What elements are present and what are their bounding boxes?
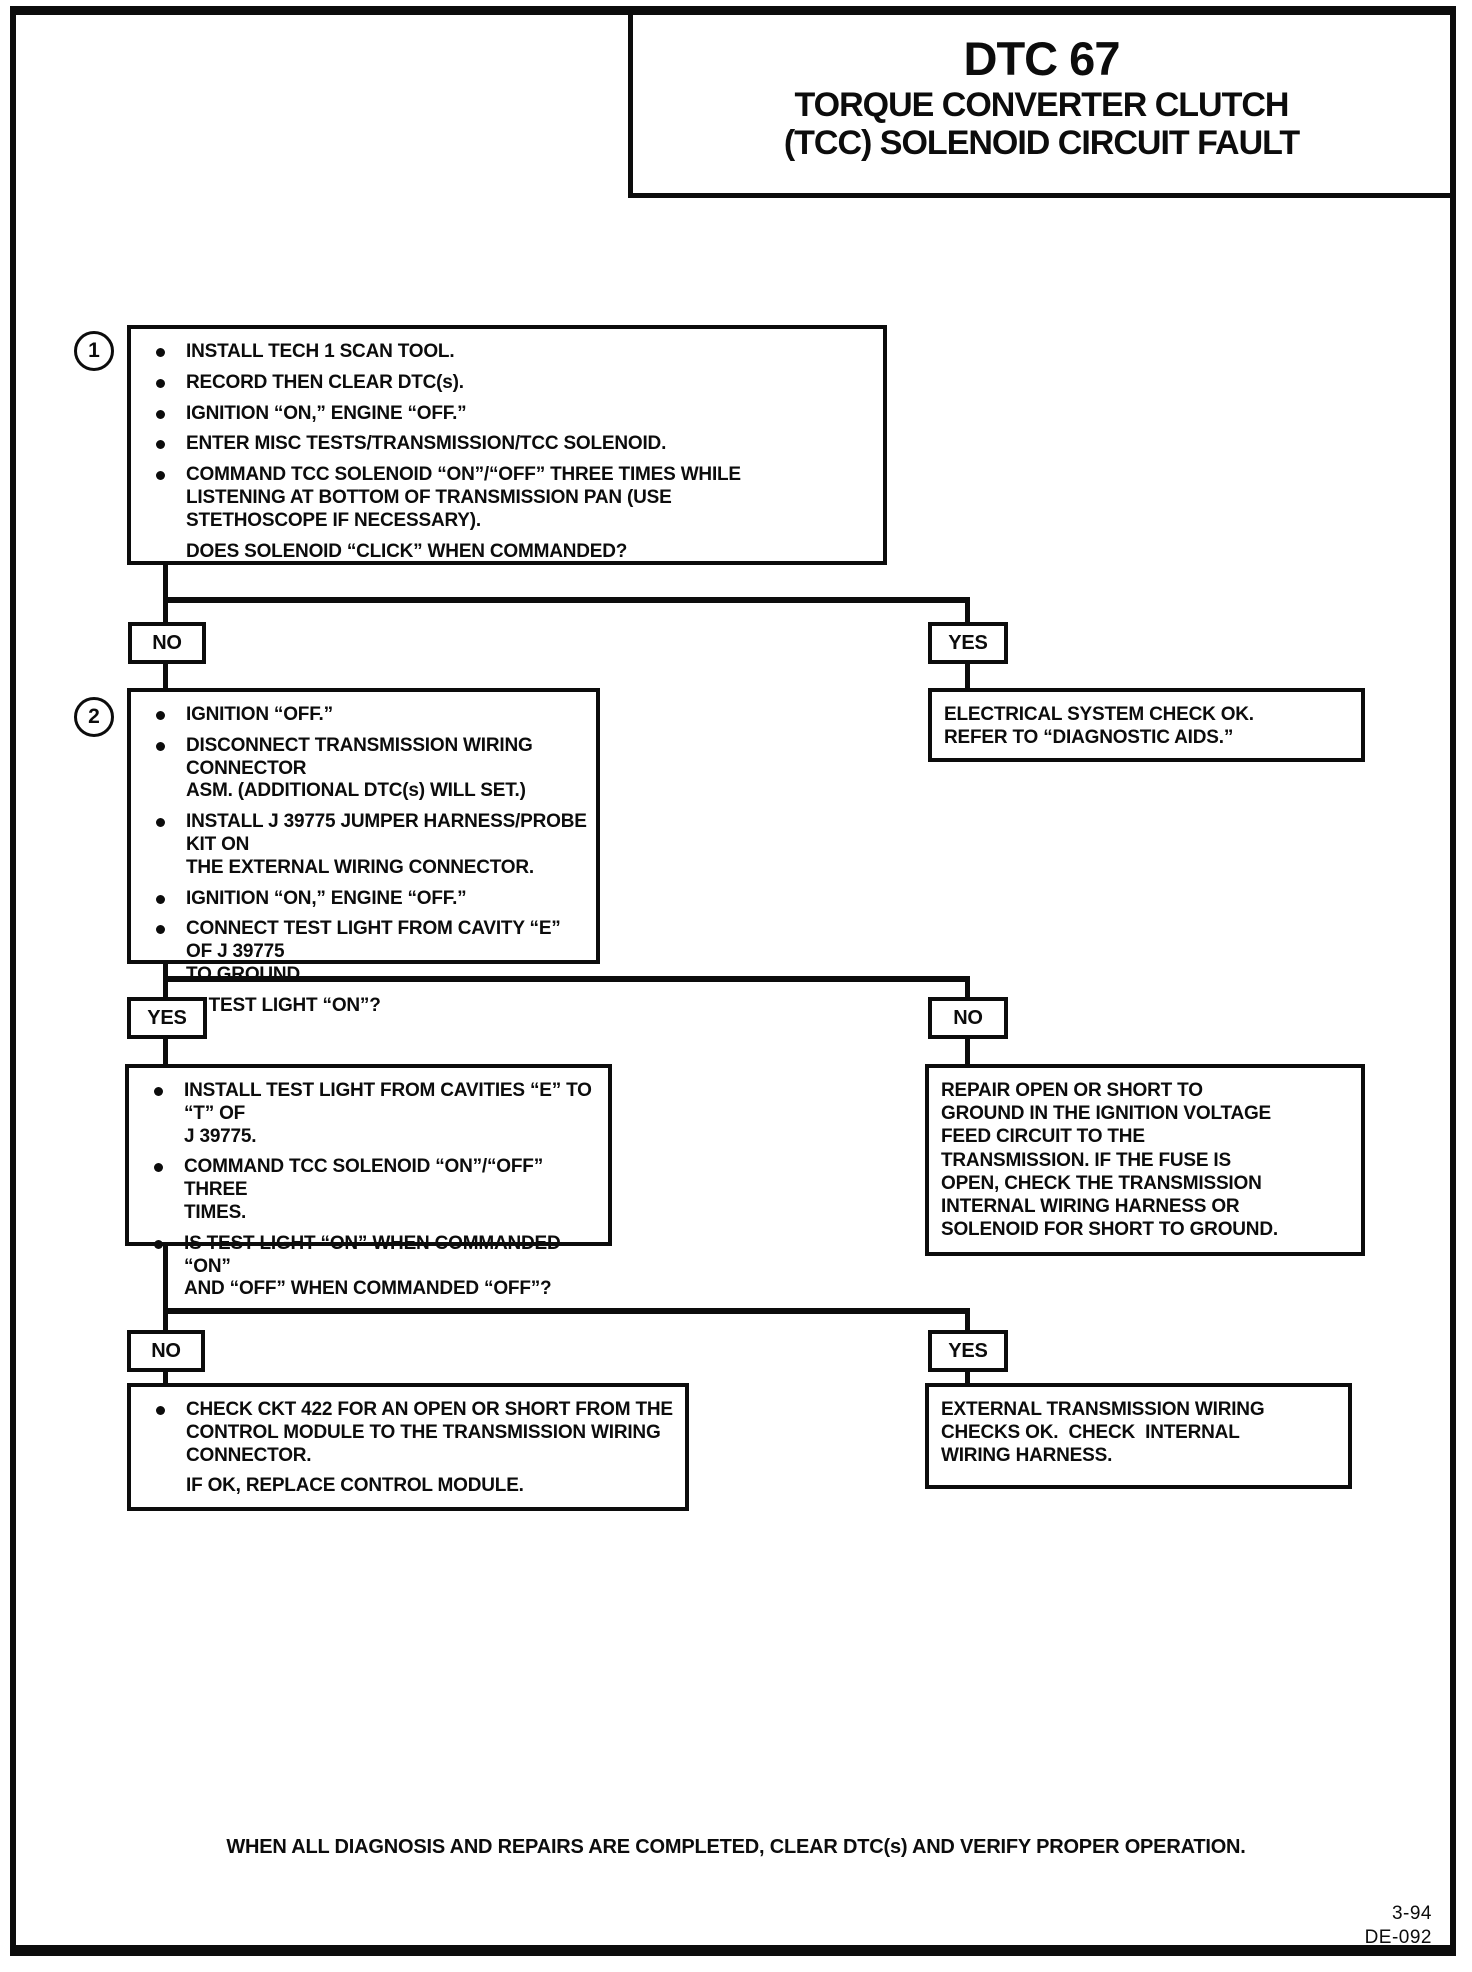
flow-line — [163, 563, 168, 602]
step-1-bullet-list: INSTALL TECH 1 SCAN TOOL. RECORD THEN CL… — [131, 341, 883, 533]
bullet-item: CHECK CKT 422 FOR AN OPEN OR SHORT FROM … — [149, 1399, 677, 1467]
dtc-name-line-1: TORQUE CONVERTER CLUTCH — [794, 86, 1290, 124]
flow-line — [163, 962, 168, 981]
flow-line — [163, 1039, 168, 1066]
step-3-bullet-list: INSTALL TEST LIGHT FROM CAVITIES “E” TO … — [129, 1080, 608, 1301]
flow-line — [163, 976, 970, 982]
title-box: DTC 67 TORQUE CONVERTER CLUTCH (TCC) SOL… — [628, 6, 1456, 198]
bullet-item: INSTALL J 39775 JUMPER HARNESS/PROBE KIT… — [149, 811, 588, 879]
page-ref-number: 3-94 — [1391, 1903, 1432, 1924]
branch-1-no-label: NO — [128, 622, 206, 664]
step-4-box: CHECK CKT 422 FOR AN OPEN OR SHORT FROM … — [127, 1383, 689, 1511]
branch-1-yes-label: YES — [928, 622, 1008, 664]
result-repair-box: REPAIR OPEN OR SHORT TO GROUND IN THE IG… — [925, 1064, 1365, 1256]
step-3-box: INSTALL TEST LIGHT FROM CAVITIES “E” TO … — [125, 1064, 612, 1299]
bullet-item: IGNITION “ON,” ENGINE “OFF.” — [149, 888, 588, 911]
flow-line — [965, 976, 970, 999]
bullet-item: COMMAND TCC SOLENOID “ON”/“OFF” THREE TI… — [147, 1156, 600, 1224]
bullet-item: COMMAND TCC SOLENOID “ON”/“OFF” THREE TI… — [149, 464, 875, 532]
flow-line — [163, 1308, 970, 1314]
bullet-item: DISCONNECT TRANSMISSION WIRING CONNECTOR… — [149, 735, 588, 803]
flow-line — [163, 664, 168, 690]
step-2-bullet-list: IGNITION “OFF.” DISCONNECT TRANSMISSION … — [131, 704, 596, 987]
flow-line — [163, 597, 970, 603]
flow-line — [163, 1372, 168, 1385]
flow-line — [965, 1039, 970, 1066]
flow-line — [965, 597, 970, 624]
branch-2-yes-label: YES — [127, 997, 207, 1039]
step-2-box: IGNITION “OFF.” DISCONNECT TRANSMISSION … — [127, 688, 600, 1016]
bullet-item: ENTER MISC TESTS/TRANSMISSION/TCC SOLENO… — [149, 433, 875, 456]
flow-line — [163, 976, 168, 999]
branch-3-yes-label: YES — [928, 1330, 1008, 1372]
step-1-box: INSTALL TECH 1 SCAN TOOL. RECORD THEN CL… — [127, 325, 887, 565]
bullet-item: RECORD THEN CLEAR DTC(s). — [149, 372, 875, 395]
flow-line — [965, 1372, 970, 1385]
step-4-question: IF OK, REPLACE CONTROL MODULE. — [186, 1475, 524, 1497]
flow-line — [163, 1308, 168, 1332]
branch-3-no-label: NO — [127, 1330, 205, 1372]
dtc-code-title: DTC 67 — [963, 32, 1121, 85]
bullet-item: CONNECT TEST LIGHT FROM CAVITY “E” OF J … — [149, 918, 588, 986]
step-2-number: 2 — [74, 697, 114, 737]
dtc-name-line-2: (TCC) SOLENOID CIRCUIT FAULT — [783, 124, 1300, 163]
footer-note: WHEN ALL DIAGNOSIS AND REPAIRS ARE COMPL… — [226, 1836, 1246, 1858]
step-1-question: DOES SOLENOID “CLICK” WHEN COMMANDED? — [186, 540, 628, 562]
step-2-question: IS TEST LIGHT “ON”? — [186, 994, 381, 1016]
bullet-item: IS TEST LIGHT “ON” WHEN COMMANDED “ON” A… — [147, 1233, 600, 1301]
flow-line — [163, 1246, 168, 1314]
step-4-bullet-list: CHECK CKT 422 FOR AN OPEN OR SHORT FROM … — [131, 1399, 685, 1467]
branch-2-no-label: NO — [928, 997, 1008, 1039]
step-1-number: 1 — [74, 331, 114, 371]
doc-ref-number: DE-092 — [1364, 1926, 1432, 1948]
bullet-item: IGNITION “OFF.” — [149, 704, 588, 727]
flow-line — [965, 1308, 970, 1332]
page-reference: 3-94 DE-092 — [1365, 1902, 1432, 1950]
flow-line — [163, 597, 168, 624]
bullet-item: INSTALL TEST LIGHT FROM CAVITIES “E” TO … — [147, 1080, 600, 1148]
result-external-box: EXTERNAL TRANSMISSION WIRING CHECKS OK. … — [925, 1383, 1352, 1489]
bullet-item: INSTALL TECH 1 SCAN TOOL. — [149, 341, 875, 364]
bullet-item: IGNITION “ON,” ENGINE “OFF.” — [149, 403, 875, 426]
flow-line — [965, 664, 970, 690]
result-electrical-box: ELECTRICAL SYSTEM CHECK OK. REFER TO “DI… — [928, 688, 1365, 762]
